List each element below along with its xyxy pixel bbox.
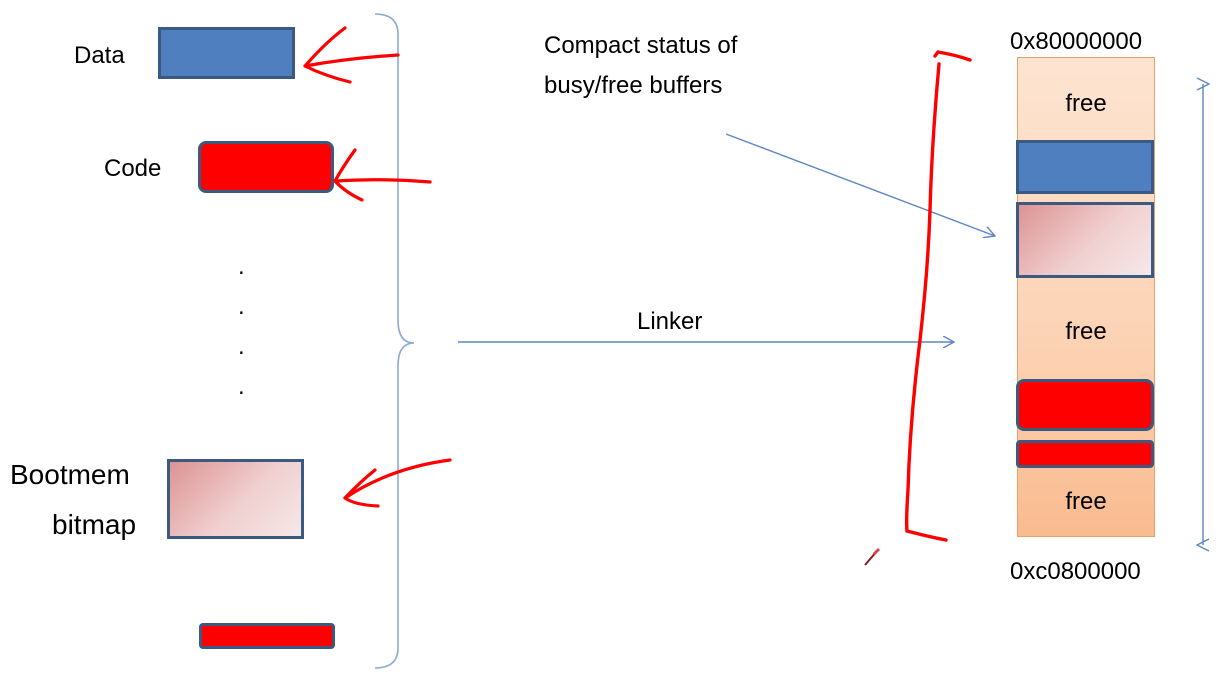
bootmem-bitmap-block bbox=[167, 459, 304, 539]
red-pen-arrows bbox=[303, 26, 452, 508]
small-code-block bbox=[199, 623, 335, 649]
data-block bbox=[158, 27, 295, 79]
annotation-arrow bbox=[725, 133, 995, 236]
bootmem-label: Bootmem bbox=[10, 459, 130, 490]
ellipsis-dot: . bbox=[238, 373, 245, 400]
bitmap-label: bitmap bbox=[52, 509, 137, 540]
free-label: free bbox=[1065, 318, 1107, 345]
annotation-line-2: busy/free buffers bbox=[544, 72, 723, 99]
memory-bitmap-block bbox=[1016, 202, 1154, 278]
annotation-line-1: Compact status of bbox=[544, 32, 738, 59]
red-pen-bracket bbox=[904, 50, 972, 542]
bottom-address-label: 0xc0800000 bbox=[1010, 558, 1141, 585]
ellipsis-dot: . bbox=[238, 293, 245, 320]
top-address-label: 0x80000000 bbox=[1010, 28, 1143, 55]
pen-cursor-icon bbox=[864, 547, 881, 566]
free-label: free bbox=[1065, 488, 1107, 515]
memory-data-block bbox=[1016, 140, 1154, 194]
ellipsis-dot: . bbox=[238, 333, 245, 360]
memory-small-code-block bbox=[1016, 440, 1154, 468]
ellipsis-dot: . bbox=[238, 253, 245, 280]
linker-label: Linker bbox=[637, 308, 703, 335]
data-label: Data bbox=[74, 42, 125, 69]
curly-brace bbox=[374, 13, 415, 669]
code-block bbox=[198, 141, 334, 193]
code-label: Code bbox=[104, 155, 162, 182]
free-label: free bbox=[1065, 90, 1107, 117]
memory-code-block bbox=[1016, 379, 1154, 431]
